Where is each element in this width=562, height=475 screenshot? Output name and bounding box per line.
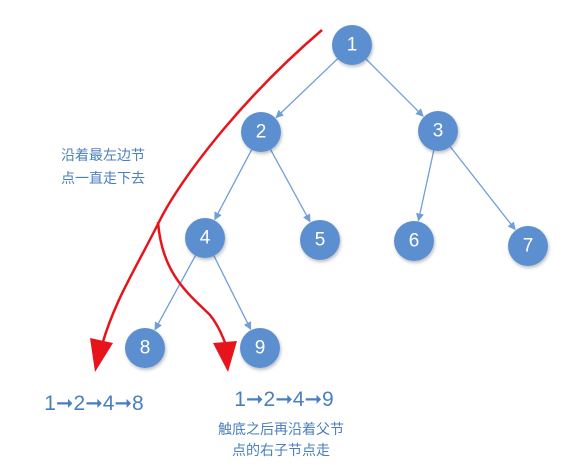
node-label: 9 <box>255 338 266 359</box>
tree-node-9: 9 <box>240 328 280 368</box>
node-label: 4 <box>200 228 211 249</box>
node-circle <box>418 111 458 151</box>
node-label: 3 <box>433 121 444 142</box>
traversal-arrows <box>90 29 323 372</box>
tree-node-4: 4 <box>185 218 225 258</box>
node-label: 7 <box>523 236 534 257</box>
node-label: 2 <box>256 122 267 143</box>
nodes-layer: 1 2 3 4 5 6 7 8 9 <box>125 25 548 368</box>
tree-node-1: 1 <box>332 25 372 65</box>
left-path-text: 1➞2➞4➞8 <box>44 392 144 415</box>
edge-1-2 <box>275 58 338 119</box>
edge-4-9 <box>213 255 252 331</box>
node-circle <box>300 220 340 260</box>
edge-3-7 <box>449 146 516 231</box>
bottom-note-line2: 点的右子节点走 <box>232 443 330 459</box>
bottom-note-line1: 触底之后再沿着父节 <box>218 422 344 438</box>
tree-node-7: 7 <box>508 226 548 266</box>
tree-node-3: 3 <box>418 111 458 151</box>
node-circle <box>332 25 372 65</box>
tree-node-6: 6 <box>394 221 434 261</box>
node-circle <box>394 221 434 261</box>
left-traversal-arrow <box>100 29 323 346</box>
tree-node-2: 2 <box>241 112 281 152</box>
node-circle <box>185 218 225 258</box>
edge-1-3 <box>365 58 424 117</box>
node-label: 8 <box>140 338 151 359</box>
edge-3-6 <box>416 150 435 222</box>
edge-2-4 <box>214 149 253 221</box>
tree-node-8: 8 <box>125 328 165 368</box>
tree-node-5: 5 <box>300 220 340 260</box>
node-label: 5 <box>315 230 326 251</box>
right-path-text: 1➞2➞4➞9 <box>234 388 334 411</box>
edge-4-8 <box>154 255 196 331</box>
node-circle <box>241 112 281 152</box>
left-arrowhead <box>90 338 113 372</box>
right-arrowhead <box>213 341 237 372</box>
right-traversal-arrow <box>156 221 228 346</box>
node-circle <box>125 328 165 368</box>
node-circle <box>508 226 548 266</box>
node-label: 1 <box>347 35 358 56</box>
node-label: 6 <box>409 231 420 252</box>
edges-layer <box>154 58 516 331</box>
left-note-line1: 沿着最左边节 <box>61 148 145 164</box>
left-note-line2: 点一直走下去 <box>61 170 145 187</box>
edge-2-5 <box>270 149 311 223</box>
node-circle <box>240 328 280 368</box>
